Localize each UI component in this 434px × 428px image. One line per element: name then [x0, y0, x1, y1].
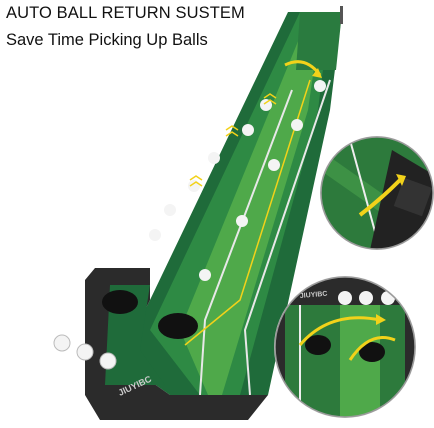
- chevron-arrow-icon: [225, 125, 239, 137]
- golf-ball: [53, 334, 71, 352]
- ball-path-line: [184, 79, 311, 346]
- headline-auto-ball-return: AUTO BALL RETURN SUSTEM: [6, 4, 245, 22]
- ramp-post: [340, 6, 343, 24]
- golf-ball: [242, 124, 254, 136]
- golf-ball: [208, 152, 220, 164]
- golf-ball: [314, 80, 326, 92]
- golf-ball: [188, 180, 200, 192]
- cup-hole: [158, 313, 198, 339]
- golf-ball: [291, 119, 303, 131]
- golf-ball: [76, 343, 94, 361]
- chevron-arrow-icon: [189, 175, 203, 187]
- return-arrow-icon: [312, 68, 322, 78]
- mat-line: [243, 79, 331, 396]
- svg-text:JIUYIBC: JIUYIBC: [300, 291, 328, 300]
- golf-ball: [260, 99, 272, 111]
- golf-ball: [268, 159, 280, 171]
- chevron-arrow-icon: [263, 93, 277, 105]
- mat-stripe-light: [180, 12, 322, 395]
- mat-line: [199, 89, 293, 396]
- golf-ball: [149, 229, 161, 241]
- golf-ball: [199, 269, 211, 281]
- return-ramp: [296, 12, 342, 70]
- golf-ball: [164, 204, 176, 216]
- detail-inset-ramp: [320, 136, 434, 250]
- putting-mat: JIUYIBC: [53, 6, 343, 420]
- detail-inset-holes: JIUYIBC: [274, 276, 416, 418]
- golf-ball: [236, 215, 248, 227]
- golf-ball: [99, 352, 117, 370]
- headline-save-time: Save Time Picking Up Balls: [6, 31, 208, 49]
- cup-hole: [102, 290, 138, 314]
